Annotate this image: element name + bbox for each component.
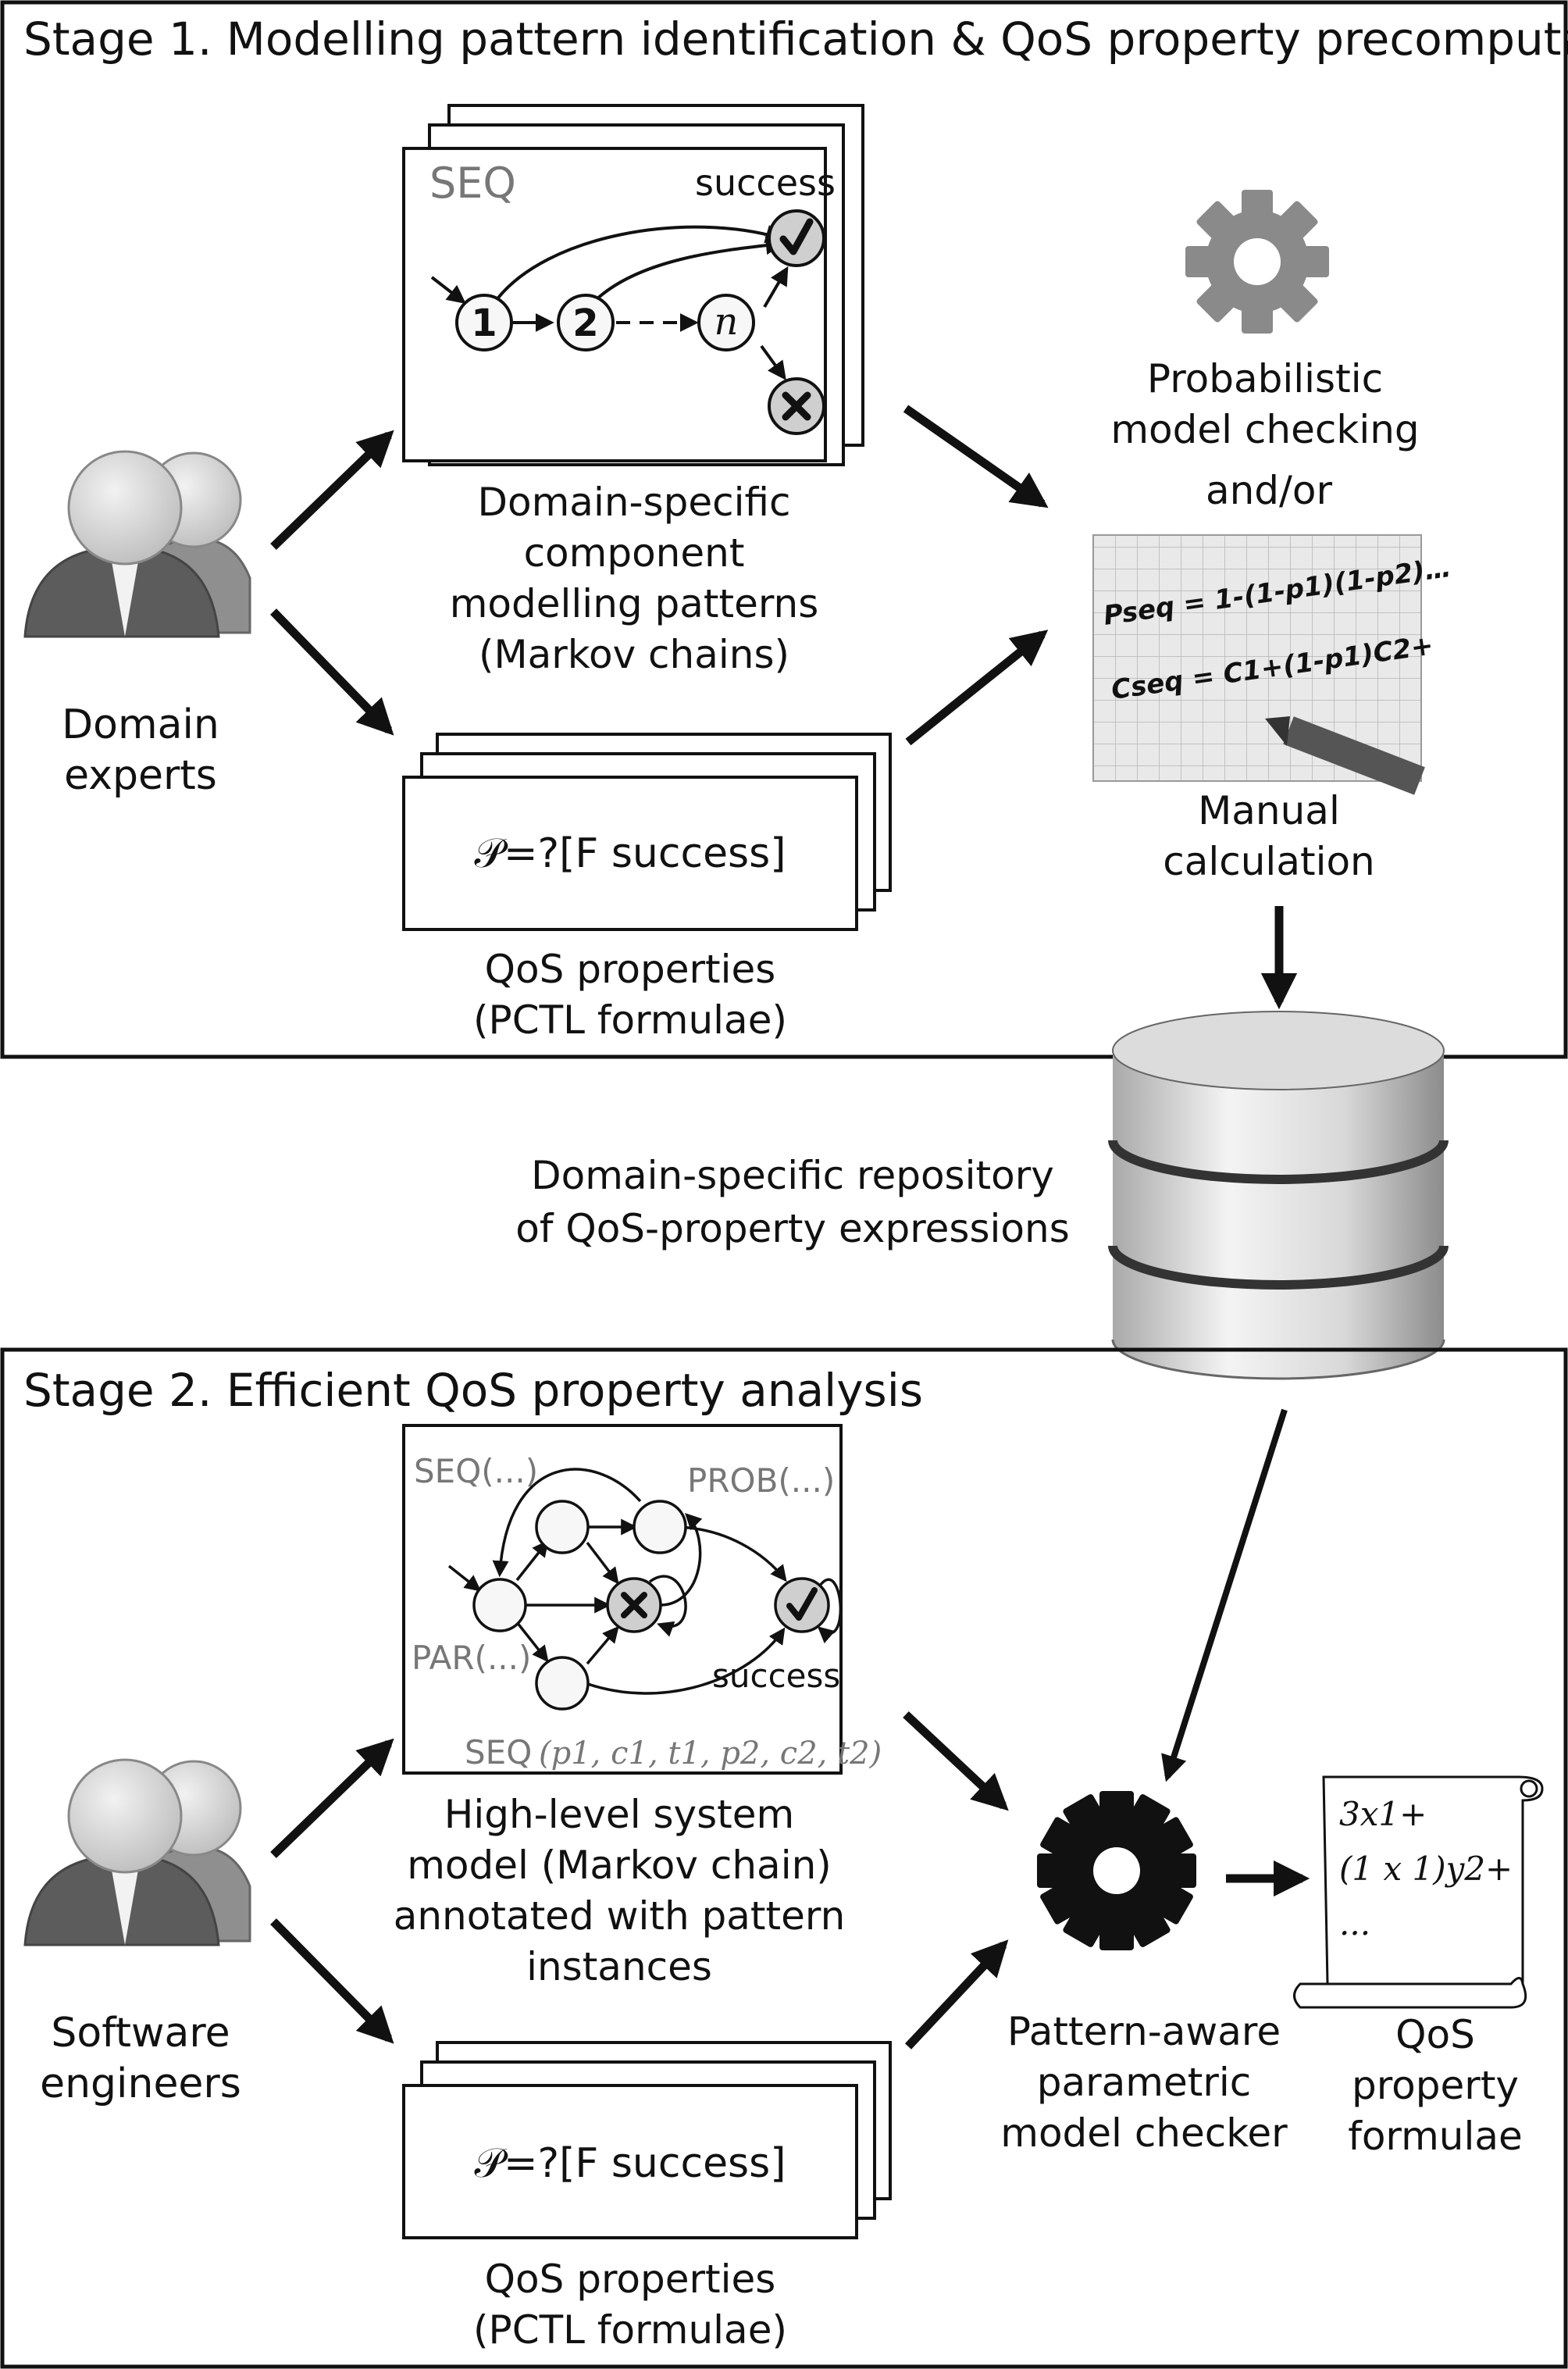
scroll-formula-2: (1 x 1)y2+ [1339,1850,1513,1888]
domain-experts-label-1: Domain [62,701,219,748]
seq-label: SEQ [429,159,516,208]
model-state [535,1656,590,1711]
output-caption-2: property [1352,2063,1519,2108]
manual-caption-2: calculation [1163,839,1375,884]
check-icon [786,1587,818,1621]
software-engineers-label-2: engineers [40,2060,241,2107]
stage2-properties-caption-1: QoS properties [485,2257,776,2302]
model-caption-line: High-level system [444,1792,795,1837]
checker-line-2: parametric [1037,2060,1252,2105]
seq-instance-label: SEQ(...) [414,1452,538,1490]
arrow-engineers-to-properties [270,1918,394,2044]
tool-line-1: Probabilistic [1147,356,1383,401]
software-engineers-actor: Software engineers [23,1758,251,2107]
model-state [472,1578,527,1632]
people-icon [23,1758,251,1946]
cross-icon [621,1592,647,1618]
patterns-caption-line: Domain-specific [478,480,791,525]
arrow-properties-to-tool [905,630,1049,746]
checker-line-3: model checker [1000,2110,1288,2156]
software-engineers-label-1: Software [51,2010,230,2057]
stage1-property-formula: 𝒫=?[F success] [474,830,786,877]
formula-scroll: 3x1+ (1 x 1)y2+ ... [1293,1775,1544,2009]
pen-icon [1265,716,1425,795]
repository-label-2: of QoS-property expressions [515,1206,1070,1251]
seq-params-label: SEQ [465,1733,532,1771]
stage2-title: Stage 2. Efficient QoS property analysis [23,1364,923,1417]
stage1-frame [0,0,1568,1059]
domain-experts-label-2: experts [64,752,217,799]
stage2-property-card: 𝒫=?[F success] [402,2041,892,2239]
model-state [633,1500,687,1554]
seq-pattern-card: SEQ success 1 2 n [402,104,864,466]
scroll-formula-1: 3x1+ [1339,1795,1427,1833]
stage1-title: Stage 1. Modelling pattern identificatio… [23,12,1568,66]
people-icon [23,450,251,638]
patterns-caption-line: (Markov chains) [479,632,789,677]
stage1-property-card: 𝒫=?[F success] [402,733,892,931]
model-caption-line: model (Markov chain) [407,1843,832,1888]
stage1-panel: Stage 1. Modelling pattern identificatio… [0,0,1568,1059]
model-state [535,1500,590,1554]
gear-icon [1185,190,1329,334]
patterns-caption-line: component [524,530,745,576]
model-caption-line: annotated with pattern [394,1893,846,1939]
state-1-label: 1 [471,301,497,345]
checker-line-1: Pattern-aware [1007,2009,1281,2054]
manual-caption-1: Manual [1198,788,1340,833]
scroll-formula-3: ... [1339,1904,1370,1943]
state-2: 2 [557,294,615,351]
system-model-card: SEQ(...) PROB(...) PAR(...) success SEQ … [402,1424,882,1775]
state-n-label: n [715,300,739,344]
manual-calculation-photo: Pseq = 1-(1-p1)(1-p2)… Cseq = C1+(1-p1)C… [1092,534,1453,795]
seq-params: (p1, c1, t1, p2, c2, t2) [539,1736,882,1771]
prob-instance-label: PROB(...) [687,1461,835,1500]
domain-experts-actor: Domain experts [23,450,251,799]
arrow-experts-to-patterns [270,430,394,550]
cross-icon [782,391,811,421]
output-caption-3: formulae [1348,2114,1523,2159]
tool-line-2: model checking [1110,407,1419,452]
arrow-experts-to-properties [270,608,394,736]
success-state [768,209,825,267]
par-instance-label: PAR(...) [412,1639,531,1677]
state-1: 1 [455,294,513,351]
and-or-connector: and/or [1206,468,1333,513]
model-success-state [774,1577,830,1633]
model-caption: High-level system model (Markov chain) a… [394,1792,846,1989]
model-failure-state [606,1577,662,1633]
arrow-patterns-to-tool [903,405,1049,508]
state-n: n [697,294,755,351]
stage2-panel: Stage 2. Efficient QoS property analysis [0,1347,1568,2369]
repository-label-1: Domain-specific repository [531,1153,1054,1198]
stage2-property-formula: 𝒫=?[F success] [474,2140,786,2187]
gear-icon [1037,1791,1196,1950]
check-icon [779,218,814,255]
model-success-label: success [712,1657,840,1695]
model-caption-line: instances [526,1944,712,1989]
failure-state [768,377,825,435]
arrow-model-to-checker [903,1711,1009,1811]
patterns-caption-line: modelling patterns [450,581,819,626]
database-icon [1108,1011,1449,1380]
state-2-label: 2 [572,301,598,345]
arrow-properties-to-checker [904,1939,1009,2050]
stage2-frame [0,1347,1568,2369]
arrow-engineers-to-model [270,1738,394,1858]
stage2-properties-caption-2: (PCTL formulae) [473,2307,787,2353]
stage1-properties-caption-1: QoS properties [485,947,776,992]
arrow-repository-to-checker [1161,1408,1288,1782]
output-caption-1: QoS [1395,2012,1475,2057]
stage1-properties-caption-2: (PCTL formulae) [473,997,787,1043]
patterns-caption: Domain-specific component modelling patt… [450,480,819,677]
success-label: success [695,162,836,204]
